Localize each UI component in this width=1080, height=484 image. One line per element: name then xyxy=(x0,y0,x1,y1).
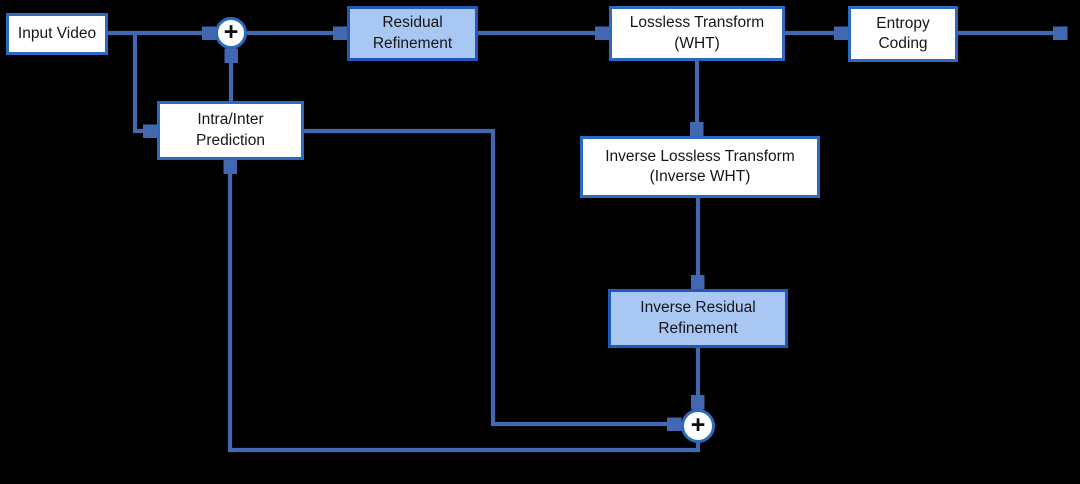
node-label: (WHT) xyxy=(674,34,720,52)
node-label: Refinement xyxy=(372,34,453,52)
node-label: Inverse Residual xyxy=(640,299,756,317)
node-lossless-transform: Lossless Transform (WHT) xyxy=(609,6,785,61)
node-label: (Inverse WHT) xyxy=(649,168,751,185)
edge-prediction-to-bottom-adder xyxy=(304,128,668,424)
edge-bottom-adder-feedback-to-prediction xyxy=(230,173,701,453)
top-adder-node: + xyxy=(215,17,247,49)
node-label: Entropy xyxy=(876,14,930,32)
node-entropy-coding: Entropy Coding xyxy=(848,6,958,62)
node-label: Lossless Transform xyxy=(629,14,765,32)
node-label: Intra/Inter xyxy=(197,111,264,129)
node-inverse-lossless-transform: Inverse Lossless Transform (Inverse WHT) xyxy=(580,136,820,198)
node-label: Inverse Lossless Transform xyxy=(605,147,795,165)
bottom-adder-node: + xyxy=(681,409,715,443)
node-label: Refinement xyxy=(658,319,738,337)
edge-input-to-prediction xyxy=(132,33,144,131)
node-intra-inter-prediction: Intra/Inter Prediction xyxy=(157,101,304,160)
plus-icon: + xyxy=(223,17,239,46)
node-residual-refinement: Residual Refinement xyxy=(347,6,478,61)
node-label: Prediction xyxy=(196,131,265,149)
node-label: Coding xyxy=(878,35,928,52)
node-label: Input Video xyxy=(17,24,97,42)
node-inverse-residual-refinement: Inverse Residual Refinement xyxy=(608,289,788,348)
plus-icon: + xyxy=(690,410,706,439)
node-label: Residual xyxy=(382,14,443,32)
node-input-video: Input Video xyxy=(6,13,108,55)
